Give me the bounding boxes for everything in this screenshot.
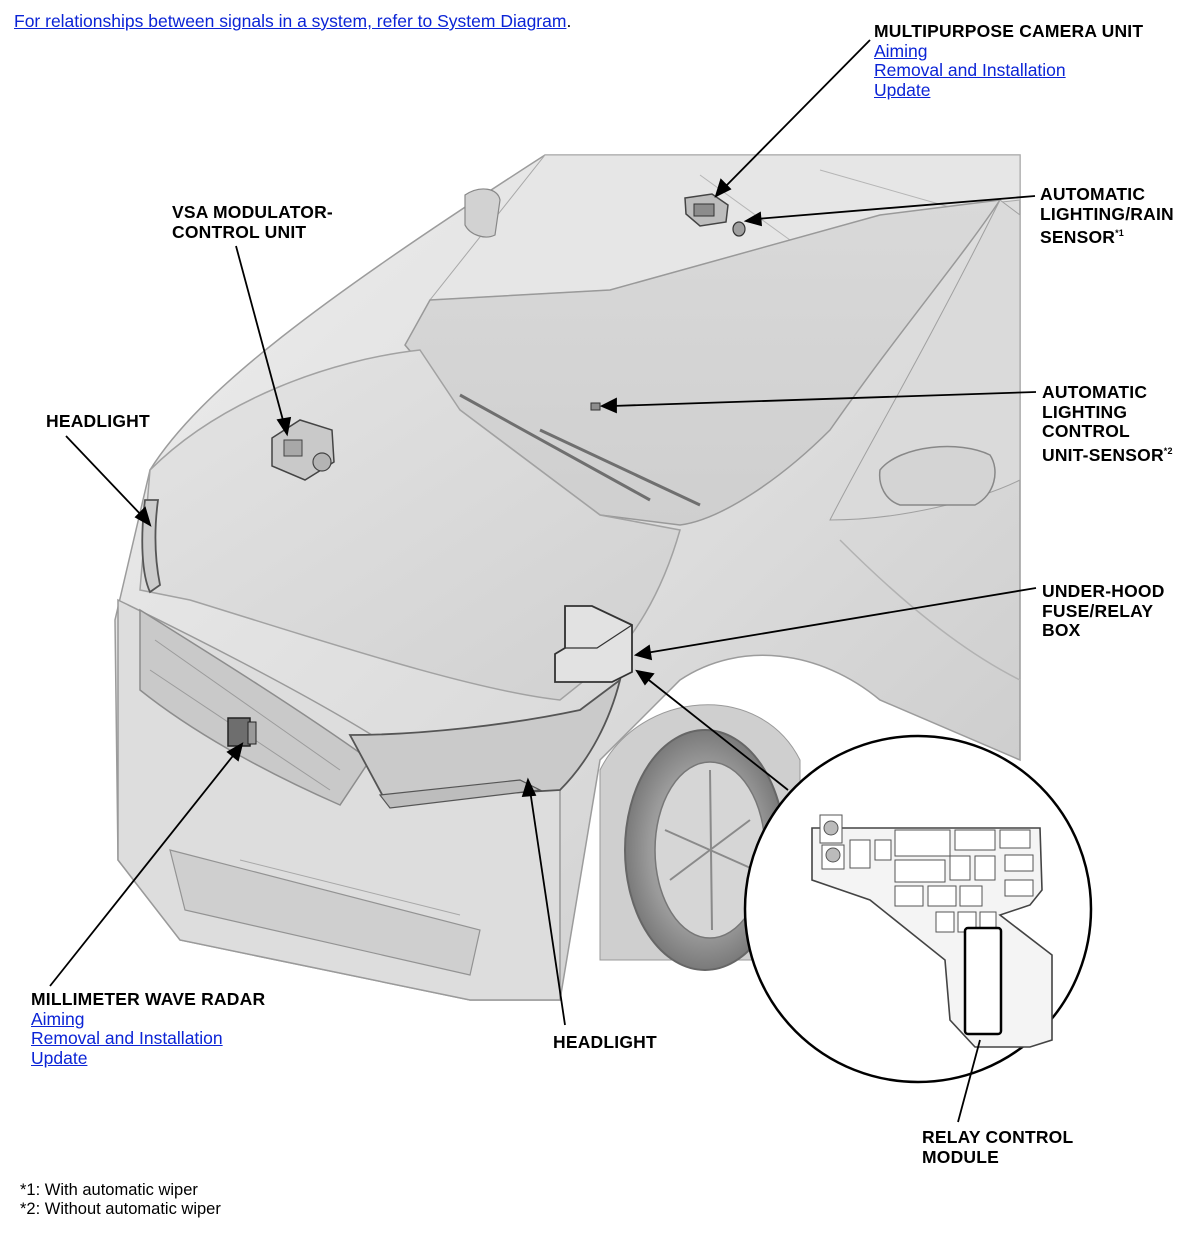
header-period: . bbox=[566, 11, 572, 31]
headlight-right-label: HEADLIGHT bbox=[553, 1032, 657, 1052]
camera-removal-link[interactable]: Removal and Installation bbox=[874, 60, 1066, 80]
relay-callout: RELAY CONTROL MODULE bbox=[922, 1127, 1074, 1167]
leader-lines bbox=[49, 39, 1037, 1123]
relay-control-module-part bbox=[963, 926, 1003, 1036]
fuse-box-callout: UNDER-HOOD FUSE/RELAY BOX bbox=[1042, 581, 1165, 641]
light-sensor-line2: LIGHTING bbox=[1042, 401, 1128, 422]
light-sensor-line3: CONTROL bbox=[1042, 421, 1130, 441]
millimeter-wave-radar-part bbox=[227, 717, 257, 747]
light-sensor-callout: AUTOMATIC LIGHTING CONTROL UNIT-SENSOR*2 bbox=[1042, 382, 1173, 465]
multipurpose-camera-unit bbox=[684, 193, 729, 227]
rain-sensor-line3: SENSOR bbox=[1040, 226, 1116, 247]
camera-aiming-link[interactable]: Aiming bbox=[874, 40, 928, 61]
footnote-1: *1: With automatic wiper bbox=[20, 1181, 198, 1199]
light-sensor-part bbox=[590, 402, 601, 411]
camera-update-link[interactable]: Update bbox=[874, 79, 931, 100]
system-diagram-reference: For relationships between signals in a s… bbox=[14, 11, 572, 32]
fuse-box-line3: BOX bbox=[1042, 620, 1081, 640]
fuse-box-detail-view bbox=[743, 734, 1093, 1084]
vsa-label-line2: CONTROL UNIT bbox=[172, 221, 307, 242]
camera-callout: MULTIPURPOSE CAMERA UNIT Aiming Removal … bbox=[874, 21, 1144, 100]
rain-sensor-line1: AUTOMATIC bbox=[1040, 184, 1146, 204]
light-sensor-note: *2 bbox=[1163, 445, 1173, 456]
footnote-2: *2: Without automatic wiper bbox=[20, 1200, 221, 1218]
radar-callout: MILLIMETER WAVE RADAR Aiming Removal and… bbox=[31, 989, 266, 1068]
footnotes: *1: With automatic wiper *2: Without aut… bbox=[20, 1181, 221, 1219]
light-sensor-line4: UNIT-SENSOR bbox=[1042, 444, 1164, 465]
system-diagram-link[interactable]: For relationships between signals in a s… bbox=[14, 11, 567, 31]
radar-removal-link[interactable]: Removal and Installation bbox=[31, 1028, 223, 1048]
radar-label: MILLIMETER WAVE RADAR bbox=[31, 989, 266, 1009]
relay-line2: MODULE bbox=[922, 1146, 1000, 1167]
light-sensor-line1: AUTOMATIC bbox=[1042, 382, 1148, 402]
fuse-box-line1: UNDER-HOOD bbox=[1042, 581, 1165, 601]
radar-aiming-link[interactable]: Aiming bbox=[31, 1008, 85, 1029]
rain-sensor-part bbox=[732, 221, 746, 237]
fuse-relay-box-part bbox=[554, 605, 633, 683]
radar-update-link[interactable]: Update bbox=[31, 1047, 88, 1068]
rain-sensor-note: *1 bbox=[1115, 228, 1125, 238]
vsa-callout: VSA MODULATOR- CONTROL UNIT bbox=[172, 202, 333, 242]
rain-sensor-line2: LIGHTING/RAIN bbox=[1040, 203, 1174, 224]
headlight-left-label: HEADLIGHT bbox=[46, 411, 150, 431]
relay-line1: RELAY CONTROL bbox=[922, 1127, 1074, 1147]
camera-label: MULTIPURPOSE CAMERA UNIT bbox=[874, 21, 1144, 41]
rain-sensor-callout: AUTOMATIC LIGHTING/RAIN SENSOR*1 bbox=[1040, 184, 1174, 247]
vsa-label-line1: VSA MODULATOR- bbox=[172, 202, 333, 222]
fuse-box-line2: FUSE/RELAY bbox=[1042, 600, 1154, 621]
